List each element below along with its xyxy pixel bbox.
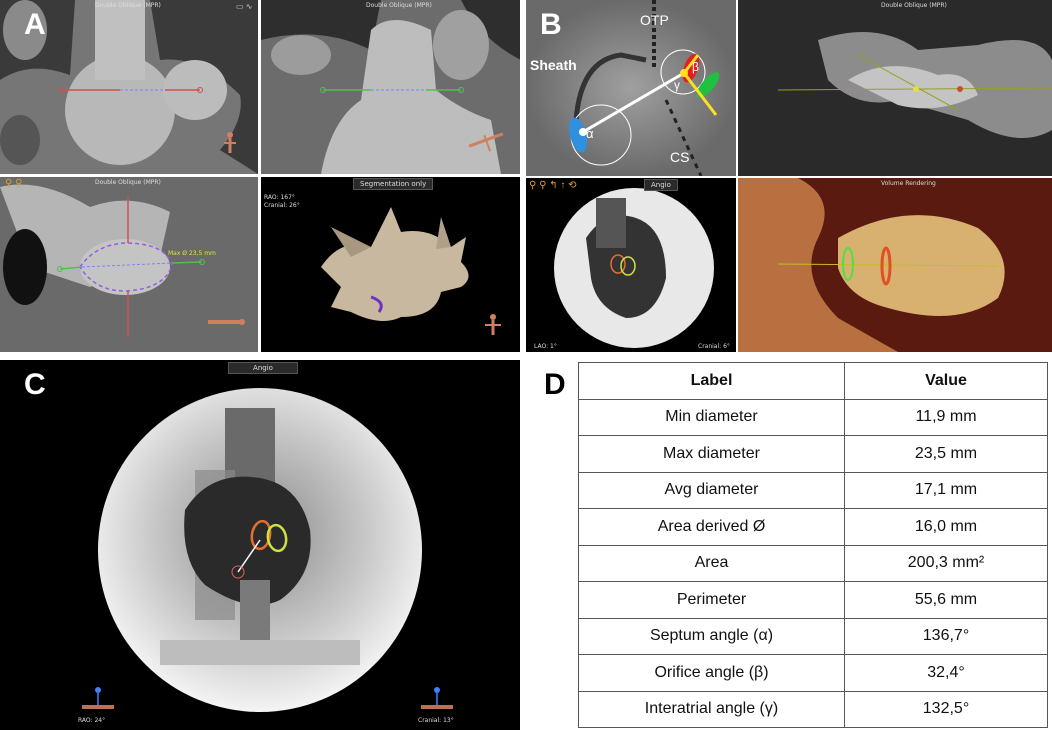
row-label: Area derived Ø bbox=[578, 508, 845, 546]
lao-readout: LAO: 1° bbox=[534, 343, 557, 350]
table-row: Septum angle (α)136,7° bbox=[578, 617, 1048, 655]
panel-label-d: D bbox=[544, 368, 566, 401]
panel-label-c: C bbox=[24, 368, 46, 401]
view-title-a1: Double Oblique (MPR) bbox=[95, 2, 161, 9]
volume-render-view[interactable] bbox=[738, 178, 1052, 352]
rao-readout-a: RAO: 167° bbox=[264, 194, 295, 201]
header-label: Label bbox=[578, 362, 845, 400]
row-label: Min diameter bbox=[578, 398, 845, 436]
rao-readout-c: RAO: 24° bbox=[78, 717, 106, 724]
angio-view-small[interactable] bbox=[526, 178, 736, 352]
segmentation-3d-view[interactable] bbox=[261, 177, 520, 352]
row-label: Septum angle (α) bbox=[578, 617, 845, 655]
header-value: Value bbox=[844, 362, 1048, 400]
panel-label-a: A bbox=[24, 8, 46, 41]
row-value: 11,9 mm bbox=[844, 398, 1048, 436]
zoom-tool-icon[interactable]: ⚲ ⚲ bbox=[5, 178, 23, 189]
table-header-row: Label Value bbox=[578, 362, 1048, 400]
row-value: 136,7° bbox=[844, 617, 1048, 655]
mpr-view-bottom-left[interactable] bbox=[0, 177, 258, 352]
angio-view-large[interactable] bbox=[0, 360, 520, 730]
row-value: 17,1 mm bbox=[844, 471, 1048, 509]
alpha-label: α bbox=[586, 126, 594, 141]
row-value: 16,0 mm bbox=[844, 508, 1048, 546]
row-label: Interatrial angle (γ) bbox=[578, 690, 845, 728]
max-diameter-annotation: Max Ø 23,5 mm bbox=[168, 250, 216, 257]
view-title-b-mpr: Double Oblique (MPR) bbox=[881, 2, 947, 9]
otp-label: OTP bbox=[640, 12, 669, 28]
panel-a: Double Oblique (MPR) ▭ ∿ Double Oblique … bbox=[0, 0, 520, 352]
panel-label-b: B bbox=[540, 8, 562, 41]
row-label: Perimeter bbox=[578, 581, 845, 619]
table-row: Interatrial angle (γ)132,5° bbox=[578, 690, 1048, 728]
mpr-view-top-right[interactable] bbox=[261, 0, 520, 174]
zoom-tool-icon[interactable]: ⚲ ⚲ ↰ ↑ ⟲ bbox=[529, 180, 577, 191]
divider bbox=[526, 176, 1052, 178]
row-value: 23,5 mm bbox=[844, 435, 1048, 473]
row-label: Area bbox=[578, 544, 845, 582]
mpr-view-top-left[interactable] bbox=[0, 0, 258, 174]
cranial-readout-b: Cranial: 6° bbox=[698, 343, 730, 350]
row-value: 200,3 mm² bbox=[844, 544, 1048, 582]
row-value: 32,4° bbox=[844, 654, 1048, 692]
view-title-a2: Double Oblique (MPR) bbox=[366, 2, 432, 9]
angle-dropdown-b[interactable]: Angio bbox=[644, 179, 678, 191]
sheath-label: Sheath bbox=[530, 57, 577, 73]
gamma-label: γ bbox=[674, 78, 680, 92]
cranial-readout-c: Cranial: 13° bbox=[418, 717, 454, 724]
window-control-icon[interactable]: ▭ ∿ bbox=[236, 2, 253, 11]
row-label: Avg diameter bbox=[578, 471, 845, 509]
cs-label: CS bbox=[670, 149, 690, 165]
beta-label: β bbox=[692, 60, 699, 74]
view-title-b-vr: Volume Rendering bbox=[881, 180, 936, 187]
row-label: Max diameter bbox=[578, 435, 845, 473]
angle-dropdown-c[interactable]: Angio bbox=[228, 362, 298, 374]
row-value: 132,5° bbox=[844, 690, 1048, 728]
fluoroscopy-view[interactable] bbox=[526, 0, 736, 176]
mpr-view-b[interactable] bbox=[738, 0, 1052, 176]
divider bbox=[0, 174, 520, 177]
row-value: 55,6 mm bbox=[844, 581, 1048, 619]
cranial-readout-a: Cranial: 26° bbox=[264, 202, 300, 209]
row-label: Orifice angle (β) bbox=[578, 654, 845, 692]
table-row: Orifice angle (β)32,4° bbox=[578, 654, 1048, 692]
panel-b: Sheath OTP CS α β γ ⚲ ⚲ ↰ ↑ ⟲ Angio LAO:… bbox=[526, 0, 1052, 352]
panel-c: Angio RAO: 24° Cranial: 13° bbox=[0, 360, 520, 730]
view-title-a3: Double Oblique (MPR) bbox=[95, 179, 161, 186]
segmentation-dropdown[interactable]: Segmentation only bbox=[353, 178, 434, 190]
